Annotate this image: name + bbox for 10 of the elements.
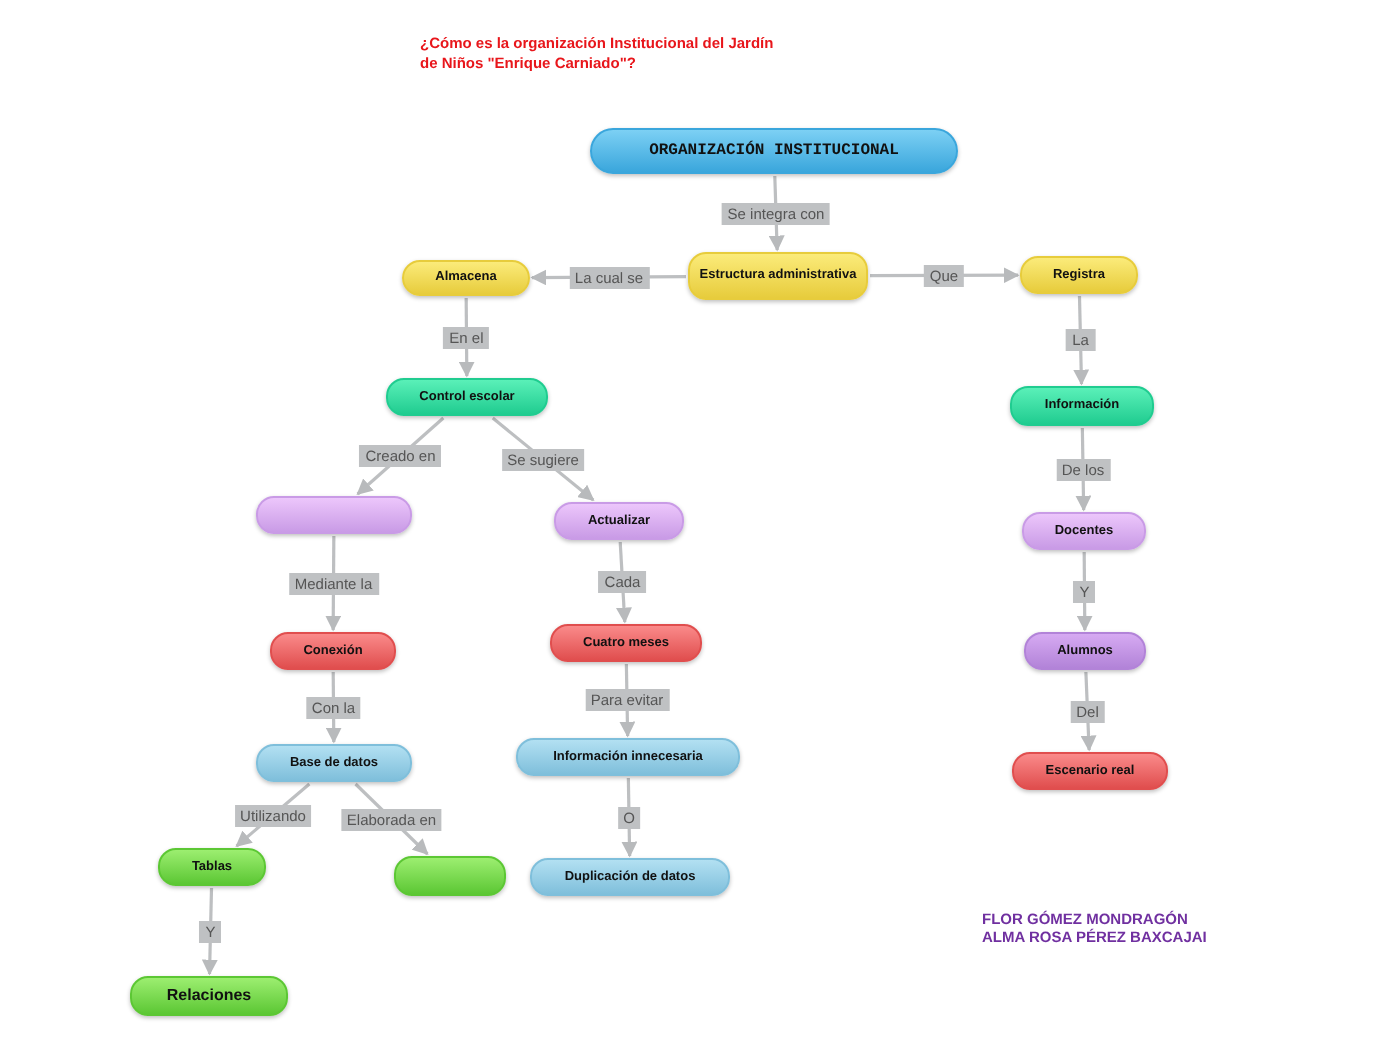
arrow	[1080, 671, 1097, 752]
arrow	[201, 887, 218, 976]
arrow	[1073, 295, 1090, 386]
concept-node: ORGANIZACIÓN INSTITUCIONAL	[590, 128, 958, 174]
box-node	[394, 856, 506, 896]
arrow	[870, 267, 1020, 284]
arrow	[621, 777, 638, 858]
box-node	[256, 496, 412, 534]
concept-node: Relaciones	[130, 976, 288, 1016]
arrow	[1076, 552, 1093, 632]
